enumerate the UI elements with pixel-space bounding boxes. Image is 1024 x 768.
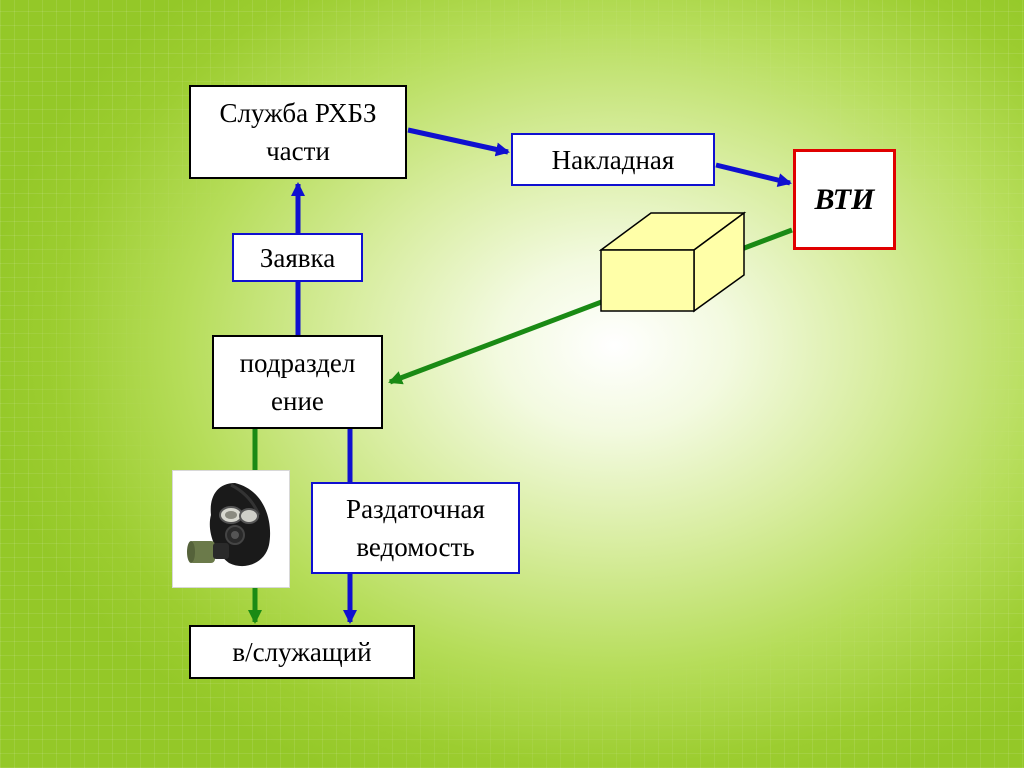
unit-box: подраздел ение — [212, 335, 383, 429]
vti-box: ВТИ — [793, 149, 896, 250]
serviceman-box: в/служащий — [189, 625, 415, 679]
request-box: Заявка — [232, 233, 363, 282]
distribution-sheet-box: Раздаточная ведомость — [311, 482, 520, 574]
arrow-waybill-to-vti — [715, 162, 792, 187]
gas-mask-icon — [187, 483, 271, 567]
gas-mask-image — [172, 470, 290, 588]
waybill-box: Накладная — [511, 133, 715, 186]
cargo-box-icon — [598, 211, 747, 313]
service-box: Служба РХБЗ части — [189, 85, 407, 179]
arrow-service-to-waybill — [407, 127, 510, 157]
